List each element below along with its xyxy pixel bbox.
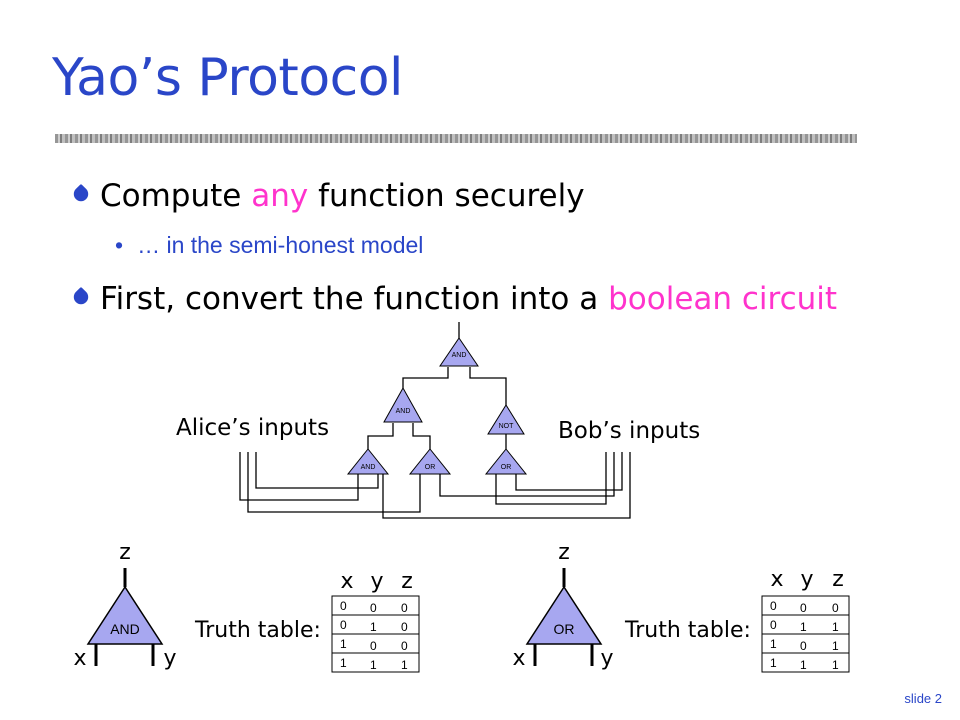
tt-cell: 1 <box>370 620 377 634</box>
tt-cell: 1 <box>340 656 347 670</box>
tt-cell: 0 <box>770 599 777 613</box>
highlight-boolean-circuit: boolean circuit <box>608 281 838 317</box>
or-in-x-label: x <box>512 646 525 671</box>
tt-cell: 0 <box>800 639 807 653</box>
or-example-gate: OR z x y <box>512 540 613 671</box>
tt-cell: 0 <box>340 618 347 632</box>
tt-cell: 0 <box>370 601 377 615</box>
slide-number: slide 2 <box>904 691 942 706</box>
bullet-text: Compute <box>100 178 252 214</box>
tt-cell: 1 <box>401 658 408 672</box>
highlight-any: any <box>251 178 309 214</box>
tt-cell: 0 <box>340 599 347 613</box>
and-in-y-label: y <box>163 646 176 671</box>
and-out-label: z <box>119 540 131 565</box>
tt-cell: 1 <box>832 639 839 653</box>
and-truth-table-label: Truth table: <box>194 618 321 643</box>
bullet-text-end: function securely <box>308 178 585 214</box>
gate-or-bottom-right: OR <box>484 448 528 475</box>
tt-cell: 0 <box>401 601 408 615</box>
or-out-label: z <box>558 540 570 565</box>
tt-cell: 0 <box>832 601 839 615</box>
gate-label: OR <box>425 464 436 471</box>
title-underline <box>55 134 857 143</box>
or-in-y-label: y <box>600 646 613 671</box>
gate-label: AND <box>396 408 411 415</box>
and-in-x-label: x <box>73 646 86 671</box>
tt-cell: 0 <box>800 601 807 615</box>
gate-label: AND <box>361 464 376 471</box>
or-truth-table-label: Truth table: <box>624 618 751 643</box>
and-gate-label: AND <box>110 621 140 637</box>
alice-inputs-label: Alice’s inputs <box>176 415 330 441</box>
tt-header-x: x <box>770 567 783 592</box>
or-truth-table: x y z 0 0 0 0 1 1 1 0 1 1 1 1 <box>761 567 850 673</box>
gate-not: NOT <box>487 404 525 435</box>
tt-header-x: x <box>340 569 353 594</box>
tt-cell: 1 <box>370 658 377 672</box>
bullet-text: First, convert the function into a <box>100 281 609 317</box>
tt-cell: 1 <box>800 620 807 634</box>
gate-or-bottom-left: OR <box>408 448 452 475</box>
sub-bullet-text: … in the semi-honest model <box>137 232 424 258</box>
tt-cell: 1 <box>832 620 839 634</box>
gate-label: NOT <box>499 423 515 430</box>
tt-cell: 1 <box>800 658 807 672</box>
tt-header-z: z <box>401 569 413 594</box>
or-gate-label: OR <box>554 621 575 637</box>
gate-and-top: AND <box>439 337 479 367</box>
bullet-convert: First, convert the function into a boole… <box>70 281 838 317</box>
bob-inputs-label: Bob’s inputs <box>558 418 701 444</box>
circuit-wires <box>239 322 631 519</box>
tt-cell: 0 <box>370 639 377 653</box>
and-truth-table: x y z 0 0 0 0 1 0 1 0 0 1 1 1 <box>331 569 420 673</box>
gate-label: OR <box>501 464 512 471</box>
tt-header-z: z <box>832 567 844 592</box>
sub-bullet: • … in the semi-honest model <box>115 232 423 259</box>
tt-cell: 1 <box>340 637 347 651</box>
tt-cell: 1 <box>770 656 777 670</box>
sub-bullet-dot: • <box>115 232 124 258</box>
tt-cell: 0 <box>770 618 777 632</box>
slide-title: Yao’s Protocol <box>52 48 403 108</box>
tt-cell: 1 <box>770 637 777 651</box>
gate-label: AND <box>452 352 467 359</box>
tt-header-y: y <box>370 569 383 594</box>
and-example-gate: AND z x y <box>73 540 176 671</box>
gate-and-mid: AND <box>383 386 423 423</box>
bullet-compute: Compute any function securely <box>70 178 585 214</box>
tt-cell: 0 <box>401 639 408 653</box>
tt-header-y: y <box>800 567 813 592</box>
tt-cell: 0 <box>401 620 408 634</box>
tt-cell: 1 <box>832 658 839 672</box>
gate-and-bottom: AND <box>346 448 390 475</box>
